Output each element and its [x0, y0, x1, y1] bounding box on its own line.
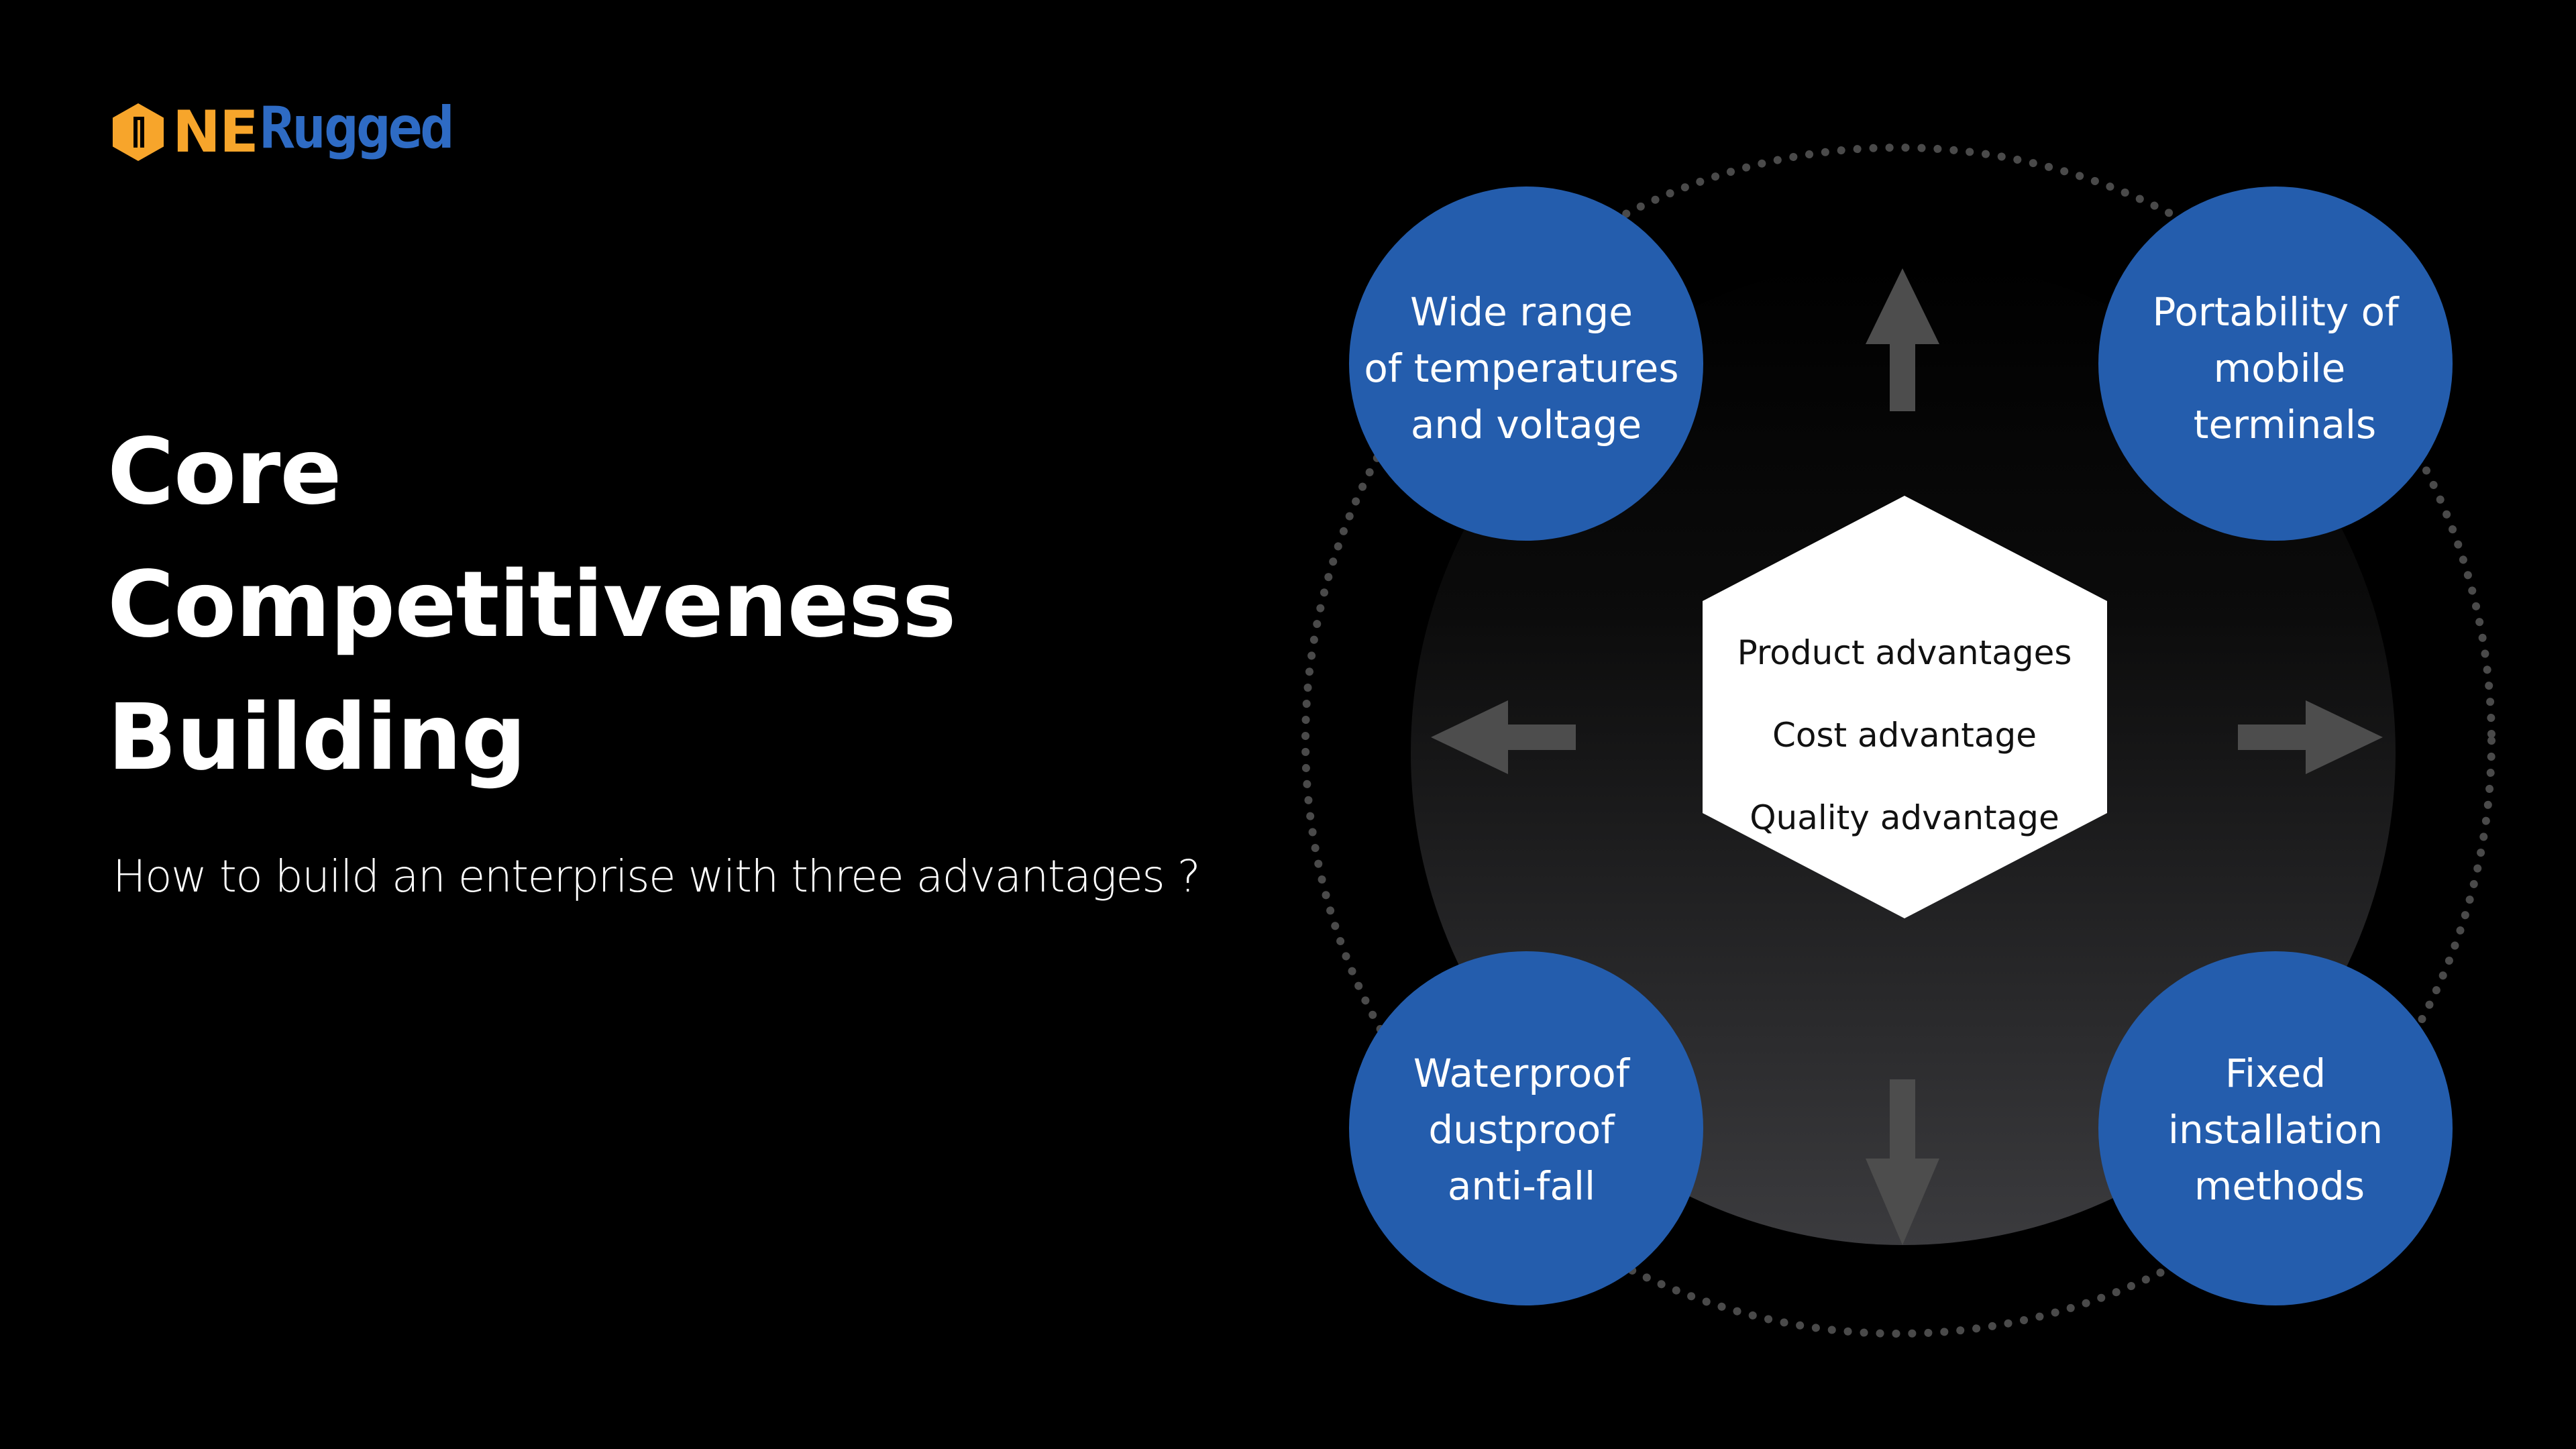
feature-line: dustproof: [1428, 1107, 1615, 1152]
arrow-left-icon: [1431, 700, 1576, 774]
feature-line: Wide range: [1410, 289, 1633, 335]
feature-circle: [1349, 186, 1703, 541]
arrow-down-icon: [1866, 1079, 1939, 1245]
feature-line: mobile: [2214, 345, 2346, 391]
feature-temperature-voltage: Wide range of temperatures and voltage: [1349, 186, 1703, 541]
logo-text-rugged: Rugged: [260, 95, 455, 162]
feature-portability: Portability of mobile terminals: [2098, 186, 2453, 541]
feature-line: Fixed: [2225, 1051, 2326, 1096]
title-line: Core: [107, 419, 342, 525]
feature-waterproof: Waterproof dustproof anti-fall: [1349, 951, 1703, 1305]
feature-fixed-installation: Fixed installation methods: [2098, 951, 2453, 1305]
feature-line: Waterproof: [1413, 1051, 1631, 1096]
feature-line: Portability of: [2152, 289, 2400, 335]
center-hexagon: [1703, 496, 2107, 918]
page-subtitle: How to build an enterprise with three ad…: [113, 851, 1201, 902]
feature-line: terminals: [2194, 402, 2377, 447]
arrow-up-icon: [1866, 268, 1939, 411]
feature-circle: [2098, 951, 2453, 1305]
feature-line: anti-fall: [1448, 1163, 1595, 1209]
advantage-product: Product advantages: [1737, 633, 2072, 672]
advantage-quality: Quality advantage: [1750, 798, 2059, 837]
arrow-right-icon: [2238, 700, 2383, 774]
title-line: Building: [107, 685, 527, 791]
advantage-cost: Cost advantage: [1772, 716, 2037, 755]
feature-line: of temperatures: [1364, 345, 1678, 391]
title-line: Competitiveness: [107, 552, 957, 658]
feature-circle: [2098, 186, 2453, 541]
dotted-orbit-ring: [1301, 144, 2496, 1338]
page-title: Core Competitiveness Building: [107, 406, 957, 804]
logo-text-ne: NE: [172, 99, 259, 166]
feature-circle: [1349, 951, 1703, 1305]
feature-line: installation: [2168, 1107, 2383, 1152]
feature-line: methods: [2194, 1163, 2365, 1209]
brand-logo: NE Rugged: [111, 95, 513, 166]
feature-line: and voltage: [1411, 402, 1642, 447]
